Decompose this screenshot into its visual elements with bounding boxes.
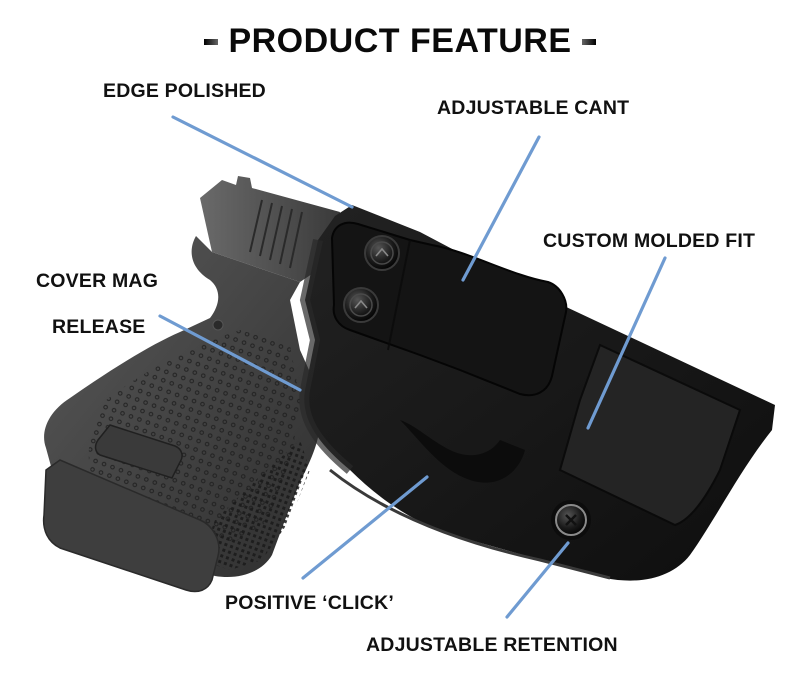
header: PRODUCT FEATURE: [0, 22, 800, 61]
title-dash-left-icon: [204, 38, 219, 45]
title-text: PRODUCT FEATURE: [228, 22, 572, 60]
clip-screw-icon: [364, 235, 400, 271]
feature-label-adjustable-retention: ADJUSTABLE RETENTION: [366, 634, 618, 656]
leader-cover-mag-release: [158, 314, 302, 392]
title-dash-right-icon: [581, 38, 596, 45]
feature-label-positive-click: POSITIVE ‘CLICK’: [225, 592, 394, 614]
pistol-slide: [200, 176, 340, 282]
pistol-grip: [42, 236, 321, 593]
leader-adjustable-retention: [505, 541, 570, 619]
feature-label-cover-mag: COVER MAG: [36, 270, 159, 292]
retention-screw-icon: [551, 500, 591, 540]
leader-lines: [158, 115, 667, 619]
leader-edge-polished: [171, 115, 354, 209]
feature-label-edge-polished: EDGE POLISHED: [103, 80, 266, 102]
leader-adjustable-cant: [461, 135, 541, 282]
leader-positive-click: [301, 475, 429, 580]
feature-label-adjustable-cant: ADJUSTABLE CANT: [437, 97, 630, 119]
clip-screw-icon: [343, 287, 379, 323]
feature-label-custom-molded-fit: CUSTOM MOLDED FIT: [543, 230, 756, 252]
page-title: PRODUCT FEATURE: [204, 22, 596, 61]
feature-label-release: RELEASE: [52, 316, 146, 338]
leader-custom-molded-fit: [586, 256, 667, 430]
